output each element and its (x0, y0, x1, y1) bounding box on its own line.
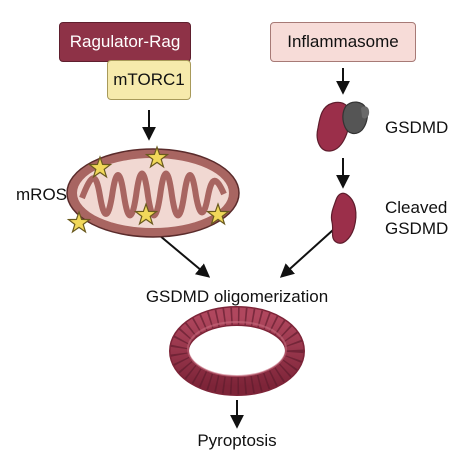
gsdmd-label: GSDMD (385, 118, 449, 137)
star-icon (133, 202, 159, 226)
arrow-mitochondrion-to-oligomerization (152, 229, 211, 278)
star-icon (87, 155, 113, 179)
mtorc1-box: mTORC1 (107, 60, 191, 100)
star-icon (144, 145, 170, 169)
gsdmd-pore-ring-icon (169, 306, 305, 396)
arrow-cleaved-to-oligomerization (279, 229, 334, 278)
pyroptosis-label: Pyroptosis (197, 431, 277, 450)
star-icon (66, 210, 92, 234)
ros-stars (66, 145, 231, 234)
inflammasome-box: Inflammasome (270, 22, 416, 62)
cleaved-gsdmd-label: GSDMD (385, 219, 449, 238)
ragulator-rag-box: Ragulator-Rag (59, 22, 191, 62)
star-icon (205, 202, 231, 226)
arrows (142, 68, 350, 429)
mros-label: mROS (16, 185, 67, 204)
gsdmd-cleaved-icon (330, 192, 357, 244)
oligomerization-label: GSDMD oligomerization (145, 287, 329, 306)
mitochondrion-icon (66, 148, 240, 238)
cleaved-label: Cleaved (385, 198, 448, 217)
gsdmd-full-length-icon (316, 101, 370, 152)
